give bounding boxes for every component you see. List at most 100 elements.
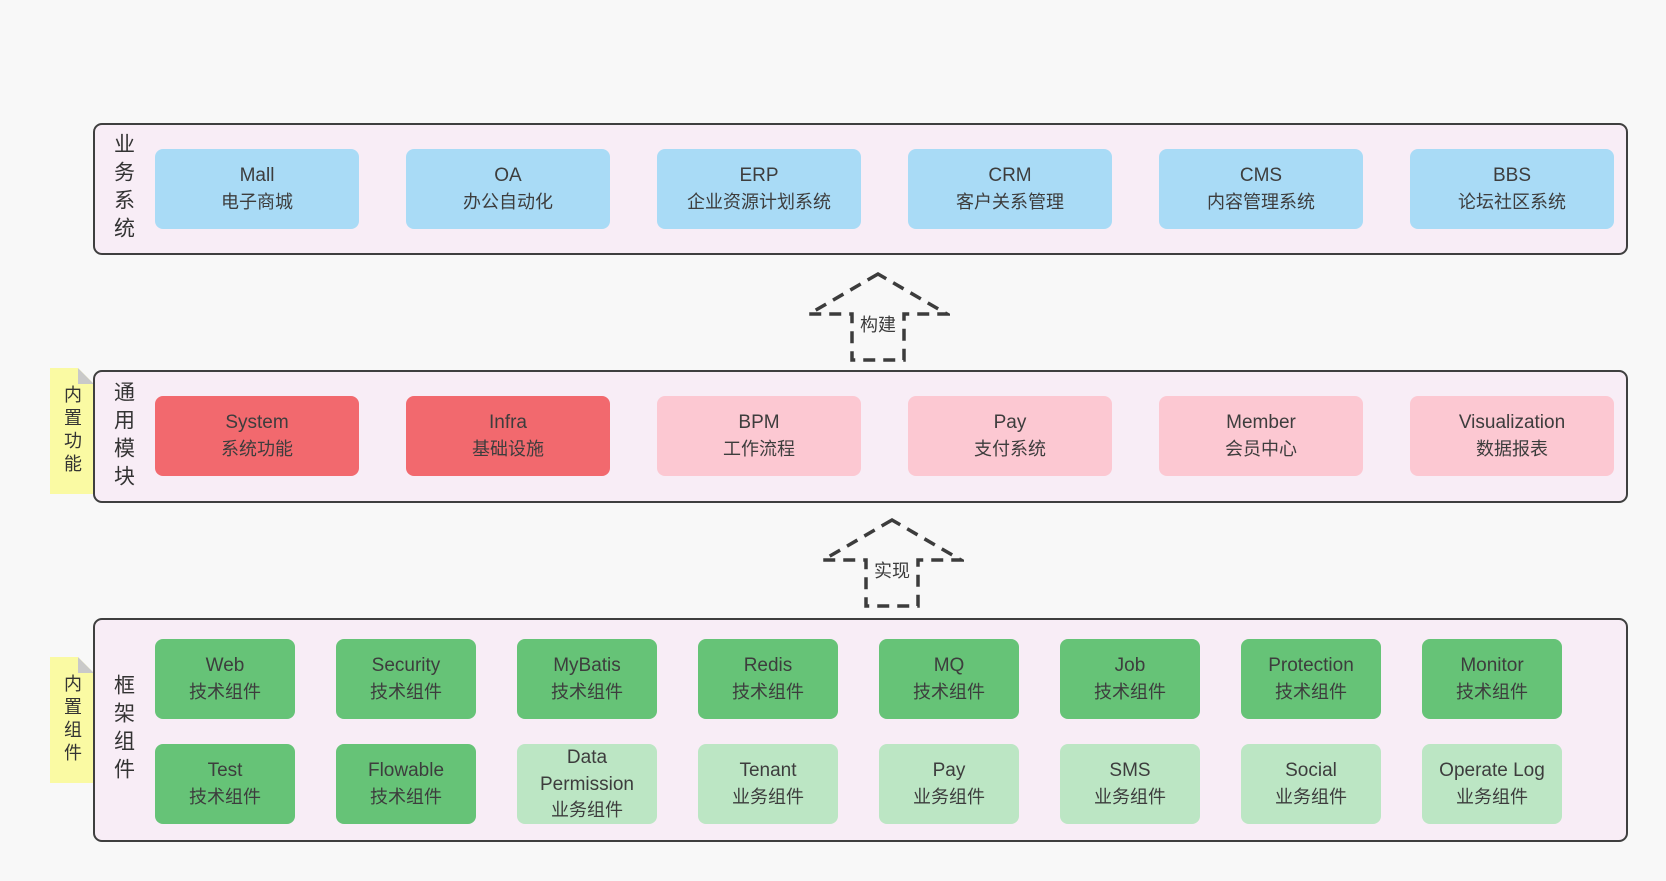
box-pay-component: Pay 业务组件 (879, 744, 1019, 824)
box-subtitle: 技术组件 (370, 681, 442, 702)
box-subtitle: 技术组件 (732, 681, 804, 702)
box-title: Pay (993, 412, 1027, 434)
framework-components-grid: Web 技术组件 Security 技术组件 MyBatis 技术组件 Redi… (155, 639, 1562, 824)
box-member: Member 会员中心 (1159, 396, 1363, 476)
folded-corner (78, 657, 94, 673)
layer-business-systems: 业务系统 Mall 电子商城 OA 办公自动化 ERP 企业资源计划系统 CRM… (93, 123, 1628, 255)
box-title: SMS (1109, 760, 1151, 782)
box-tenant: Tenant 业务组件 (698, 744, 838, 824)
box-subtitle: 技术组件 (189, 681, 261, 702)
box-title: CRM (988, 165, 1032, 187)
box-subtitle: 技术组件 (370, 786, 442, 807)
box-social: Social 业务组件 (1241, 744, 1381, 824)
box-pay-module: Pay 支付系统 (908, 396, 1112, 476)
business-systems-grid: Mall 电子商城 OA 办公自动化 ERP 企业资源计划系统 CRM 客户关系… (155, 149, 1614, 229)
box-subtitle: 企业资源计划系统 (687, 191, 831, 212)
box-bbs: BBS 论坛社区系统 (1410, 149, 1614, 229)
box-visualization: Visualization 数据报表 (1410, 396, 1614, 476)
box-subtitle: 论坛社区系统 (1458, 191, 1566, 212)
box-title: MQ (933, 655, 965, 677)
box-subtitle: 会员中心 (1225, 438, 1297, 459)
layer-label-common-modules: 通用模块 (101, 372, 145, 501)
box-sms: SMS 业务组件 (1060, 744, 1200, 824)
box-title: MyBatis (553, 655, 621, 677)
box-subtitle: 技术组件 (1094, 681, 1166, 702)
box-mq: MQ 技术组件 (879, 639, 1019, 719)
box-title: Member (1226, 412, 1296, 434)
box-subtitle: 业务组件 (1094, 786, 1166, 807)
box-subtitle: 客户关系管理 (956, 191, 1064, 212)
box-data-permission: Data Permission 业务组件 (517, 744, 657, 824)
box-subtitle: 数据报表 (1476, 438, 1548, 459)
box-title: CMS (1239, 165, 1283, 187)
layer-label-business-systems: 业务系统 (101, 125, 145, 253)
box-subtitle: 电子商城 (221, 191, 293, 212)
layer-framework-components: 框架组件 Web 技术组件 Security 技术组件 MyBatis 技术组件… (93, 618, 1628, 842)
sticky-note-text: 内置组件 (62, 674, 82, 766)
box-operate-log: Operate Log 业务组件 (1422, 744, 1562, 824)
box-title: Redis (743, 655, 793, 677)
box-subtitle: 基础设施 (472, 438, 544, 459)
box-title: Data Permission (540, 747, 634, 795)
box-monitor: Monitor 技术组件 (1422, 639, 1562, 719)
box-subtitle: 技术组件 (189, 786, 261, 807)
common-modules-grid: System 系统功能 Infra 基础设施 BPM 工作流程 Pay 支付系统… (155, 396, 1614, 476)
sticky-note-built-in-components: 内置组件 (50, 657, 94, 783)
box-subtitle: 技术组件 (551, 681, 623, 702)
box-flowable: Flowable 技术组件 (336, 744, 476, 824)
box-title: Web (205, 655, 245, 677)
box-oa: OA 办公自动化 (406, 149, 610, 229)
box-job: Job 技术组件 (1060, 639, 1200, 719)
box-title: OA (494, 165, 522, 187)
box-title: Mall (239, 165, 275, 187)
layer-label-text: 业务系统 (111, 133, 135, 245)
box-subtitle: 技术组件 (913, 681, 985, 702)
box-subtitle: 内容管理系统 (1207, 191, 1315, 212)
box-title: Operate Log (1439, 760, 1545, 782)
box-title: BBS (1492, 165, 1532, 187)
layer-label-text: 框架组件 (111, 674, 135, 786)
box-title: Infra (488, 412, 528, 434)
box-subtitle: 业务组件 (732, 786, 804, 807)
box-title: Visualization (1458, 412, 1566, 434)
up-arrow-implement: 实现 (820, 517, 964, 609)
box-title: Social (1285, 760, 1337, 782)
box-redis: Redis 技术组件 (698, 639, 838, 719)
box-subtitle: 业务组件 (551, 799, 623, 820)
box-subtitle: 业务组件 (913, 786, 985, 807)
box-title: Job (1114, 655, 1146, 677)
box-subtitle: 支付系统 (974, 438, 1046, 459)
box-title: Pay (932, 760, 966, 782)
dashed-up-arrow-icon (806, 271, 950, 362)
layer-label-text: 通用模块 (111, 380, 135, 493)
box-title: ERP (739, 165, 779, 187)
box-system: System 系统功能 (155, 396, 359, 476)
box-bpm: BPM 工作流程 (657, 396, 861, 476)
up-arrow-build: 构建 (806, 271, 950, 363)
box-subtitle: 技术组件 (1456, 681, 1528, 702)
box-title: Test (207, 760, 243, 782)
box-title: Flowable (367, 760, 445, 782)
box-test: Test 技术组件 (155, 744, 295, 824)
box-subtitle: 工作流程 (723, 438, 795, 459)
box-mybatis: MyBatis 技术组件 (517, 639, 657, 719)
box-crm: CRM 客户关系管理 (908, 149, 1112, 229)
box-subtitle: 办公自动化 (463, 191, 553, 212)
box-protection: Protection 技术组件 (1241, 639, 1381, 719)
box-security: Security 技术组件 (336, 639, 476, 719)
box-subtitle: 系统功能 (221, 438, 293, 459)
sticky-note-built-in-features: 内置功能 (50, 368, 94, 494)
box-subtitle: 技术组件 (1275, 681, 1347, 702)
arrow-label: 构建 (860, 315, 896, 335)
layer-common-modules: 通用模块 System 系统功能 Infra 基础设施 BPM 工作流程 Pay… (93, 370, 1628, 503)
box-erp: ERP 企业资源计划系统 (657, 149, 861, 229)
arrow-label: 实现 (874, 561, 910, 581)
layer-label-framework-components: 框架组件 (101, 620, 145, 840)
box-title: Security (371, 655, 441, 677)
box-title: Monitor (1460, 655, 1524, 677)
folded-corner (78, 368, 94, 384)
box-cms: CMS 内容管理系统 (1159, 149, 1363, 229)
box-title: BPM (738, 412, 780, 434)
box-web: Web 技术组件 (155, 639, 295, 719)
